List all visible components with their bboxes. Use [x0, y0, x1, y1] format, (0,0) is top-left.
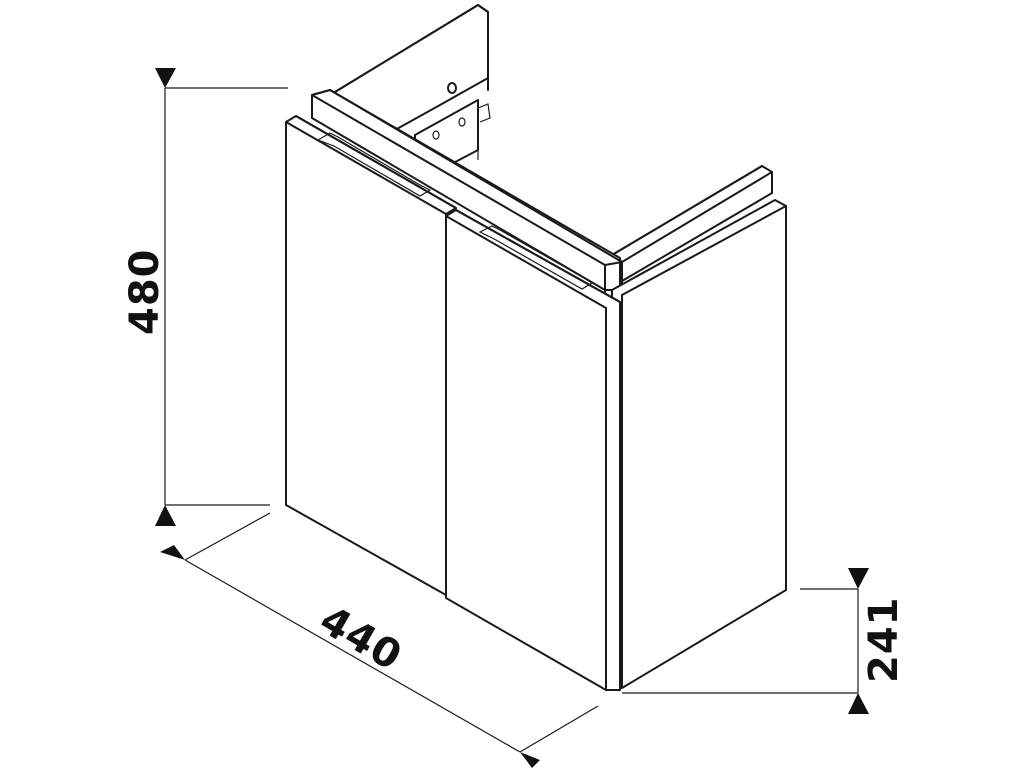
arrow-down-icon: [155, 68, 176, 88]
height-label: 480: [122, 248, 168, 336]
arrow-right-icon: [520, 752, 540, 768]
dimension-depth: [622, 568, 869, 714]
dimension-height: [155, 68, 288, 526]
arrow-up-icon: [155, 505, 176, 526]
arrow-down-icon: [848, 568, 869, 589]
arrow-left-icon: [160, 545, 185, 560]
right-side-panel: [611, 199, 787, 689]
depth-label: 241: [861, 596, 907, 684]
left-door: [285, 115, 457, 596]
right-door: [445, 209, 621, 691]
dimension-width: [160, 512, 599, 768]
arrow-up-icon: [848, 693, 869, 714]
